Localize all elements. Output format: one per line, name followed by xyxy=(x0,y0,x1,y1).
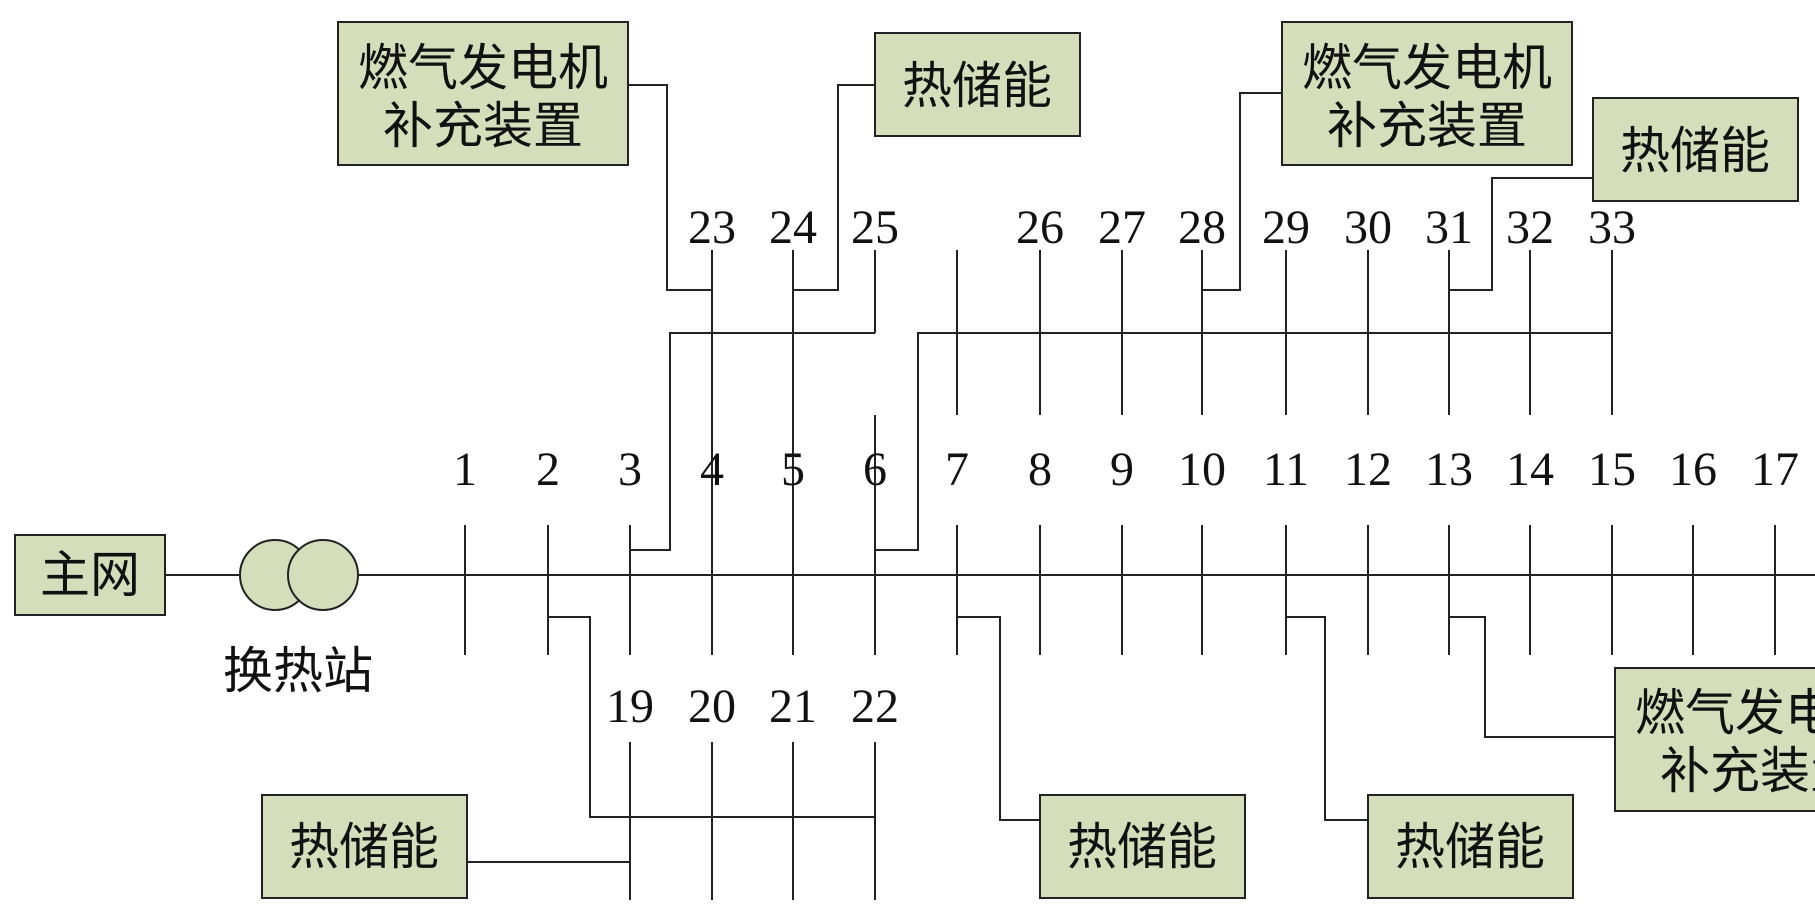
gas-generator-box-3: 燃气发电机 补充装置 xyxy=(1614,667,1815,812)
bus-label: 14 xyxy=(1506,443,1554,496)
thermal-storage-box-1: 热储能 xyxy=(874,32,1081,137)
connector-storage-4 xyxy=(957,616,1040,821)
bus-label: 33 xyxy=(1588,201,1636,254)
heat-exchange-station: 换热站 xyxy=(223,539,373,700)
gas-generator-label-line1: 燃气发电机 xyxy=(358,39,608,97)
thermal-storage-label: 热储能 xyxy=(1395,818,1545,876)
thermal-storage-label: 热储能 xyxy=(1067,818,1217,876)
gas-generator-label-line1: 燃气发电机 xyxy=(1302,39,1552,97)
main-feeder-ticks xyxy=(464,415,1776,655)
bus-label: 20 xyxy=(688,680,736,733)
bus-label: 12 xyxy=(1344,443,1392,496)
gas-generator-label-line1: 燃气发电机 xyxy=(1635,684,1815,742)
bus-label: 15 xyxy=(1588,443,1636,496)
connector-storage-2 xyxy=(1449,177,1593,291)
gas-generator-label-line2: 补充装置 xyxy=(1660,742,1815,800)
bus-label: 7 xyxy=(945,443,969,496)
thermal-storage-box-3: 热储能 xyxy=(261,794,468,899)
bus-label: 4 xyxy=(700,443,724,496)
bus-label: 17 xyxy=(1751,443,1799,496)
bus-label: 26 xyxy=(1016,201,1064,254)
bus-label: 22 xyxy=(851,680,899,733)
main-grid-node: 主网 xyxy=(14,534,166,616)
bus-label: 19 xyxy=(606,680,654,733)
thermal-storage-box-5: 热储能 xyxy=(1367,794,1574,899)
bus-label: 23 xyxy=(688,201,736,254)
bus-label: 30 xyxy=(1344,201,1392,254)
bus-label: 21 xyxy=(769,680,817,733)
bus-label: 27 xyxy=(1098,201,1146,254)
bus-label: 5 xyxy=(781,443,805,496)
main-grid-label: 主网 xyxy=(40,546,140,604)
bus-label: 11 xyxy=(1263,443,1309,496)
lower-branch: 19 20 21 22 xyxy=(548,616,899,900)
station-label: 换热站 xyxy=(223,642,373,700)
main-grid-box xyxy=(14,534,166,616)
thermal-storage-label: 热储能 xyxy=(1620,122,1770,180)
bus-label: 29 xyxy=(1262,201,1310,254)
station-coil-right xyxy=(287,539,359,611)
connector-storage-5 xyxy=(1286,616,1368,821)
upper-branch-2: 26 27 28 29 30 31 32 33 xyxy=(875,201,1636,551)
connector-storage-1 xyxy=(793,84,875,291)
gas-generator-box-2: 燃气发电机 补充装置 xyxy=(1281,21,1573,166)
thermal-storage-box-2: 热储能 xyxy=(1592,97,1799,202)
gas-generator-label-line2: 补充装置 xyxy=(383,97,583,155)
bus-label: 31 xyxy=(1425,201,1473,254)
bus-label: 8 xyxy=(1028,443,1052,496)
bus-label: 28 xyxy=(1178,201,1226,254)
connector-gas-gen-3 xyxy=(1449,616,1615,738)
bus-label: 16 xyxy=(1669,443,1717,496)
main-feeder-labels: 1 2 3 4 5 6 7 8 9 10 11 12 13 14 15 16 1… xyxy=(453,443,1799,496)
connector-gas-gen-2 xyxy=(1202,92,1282,291)
upper-branch-1: 23 24 25 xyxy=(630,201,899,551)
connector-gas-gen-1 xyxy=(628,84,712,291)
thermal-storage-label: 热储能 xyxy=(289,818,439,876)
bus-label: 9 xyxy=(1110,443,1134,496)
thermal-storage-box-4: 热储能 xyxy=(1039,794,1246,899)
gas-generator-label-line2: 补充装置 xyxy=(1327,97,1527,155)
bus-label: 2 xyxy=(536,443,560,496)
device-connectors xyxy=(467,84,1615,863)
bus-label: 24 xyxy=(769,201,817,254)
bus-label: 25 xyxy=(851,201,899,254)
bus-label: 32 xyxy=(1506,201,1554,254)
bus-label: 6 xyxy=(863,443,887,496)
bus-label: 10 xyxy=(1178,443,1226,496)
bus-label: 1 xyxy=(453,443,477,496)
bus-label: 3 xyxy=(618,443,642,496)
gas-generator-box-1: 燃气发电机 补充装置 xyxy=(337,21,629,166)
bus-label: 13 xyxy=(1425,443,1473,496)
thermal-storage-label: 热储能 xyxy=(902,57,1052,115)
